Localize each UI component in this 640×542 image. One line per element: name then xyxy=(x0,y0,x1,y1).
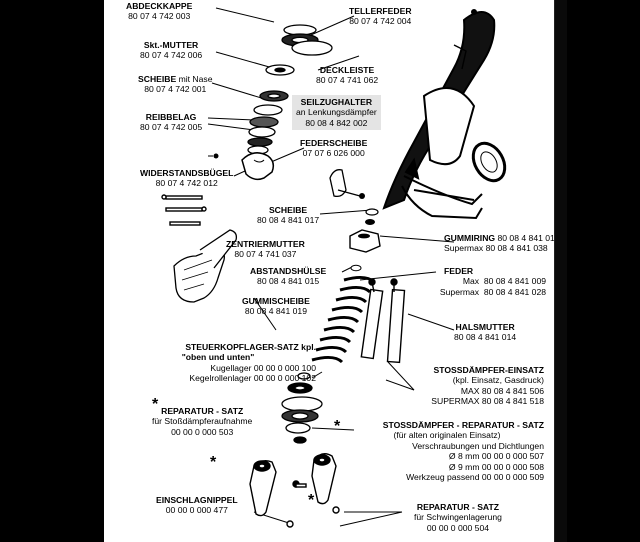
part-title: EINSCHLAGNIPPEL xyxy=(156,495,238,505)
asterisk-marker: * xyxy=(308,492,315,509)
part-line-1: (kpl. Einsatz, Gasdruck) xyxy=(452,375,544,386)
part-number: 80 07 4 742 004 xyxy=(349,16,412,27)
part-title: TELLERFEDER xyxy=(349,6,412,16)
part-number: 80 07 4 742 012 xyxy=(155,178,218,189)
part-line-1: Max 80 08 4 841 009 xyxy=(462,276,546,287)
part-line-3: Ø 8 mm 00 00 0 000 507 xyxy=(448,451,544,462)
label-stossdaempfer-reparatur-satz: STOSSDÄMPFER - REPARATUR - SATZ (für alt… xyxy=(350,420,544,482)
part-line-2: Supermax 80 08 4 841 038 xyxy=(444,243,548,254)
parts-sheet: ABDECKKAPPE 80 07 4 742 003 TELLERFEDER … xyxy=(104,0,554,542)
label-widerstandsbuegel: WIDERSTANDSBÜGEL 80 07 4 742 012 xyxy=(140,168,233,189)
label-feder: FEDER Max 80 08 4 841 009 Supermax 80 08… xyxy=(426,266,546,297)
part-number: 80 07 4 742 005 xyxy=(140,122,203,133)
label-reparatur-satz-stossdaempfer: REPARATUR - SATZ für Stoßdämpferaufnahme… xyxy=(152,406,252,437)
label-abstandshuelse: ABSTANDSHÜLSE 80 08 4 841 015 xyxy=(250,266,326,287)
part-number: 80 07 4 742 001 xyxy=(144,84,207,95)
part-note: an Lenkungsdämpfer xyxy=(296,107,377,118)
part-number: 80 08 4 842 002 xyxy=(305,117,368,128)
part-title: ABSTANDSHÜLSE xyxy=(250,266,327,276)
part-line-4: Ø 9 mm 00 00 0 000 508 xyxy=(448,461,544,472)
part-title: FEDERSCHEIBE xyxy=(300,138,368,148)
part-note: für Schwingenlagerung xyxy=(414,512,502,523)
label-abdeckkappe: ABDECKKAPPE 80 07 4 742 003 xyxy=(126,1,192,22)
part-title: STOSSDÄMPFER-EINSATZ xyxy=(433,365,544,375)
label-stossdaempfer-einsatz: STOSSDÄMPFER-EINSATZ (kpl. Einsatz, Gasd… xyxy=(404,365,544,407)
part-title: REIBBELAG xyxy=(145,112,197,122)
part-number: 80 08 4 841 017 xyxy=(257,215,320,226)
part-title: SCHEIBE mit Nase xyxy=(138,74,213,84)
label-zentriermutter: ZENTRIERMUTTER 80 07 4 741 037 xyxy=(226,239,305,260)
part-line-2: Kegelrollenlager 00 00 0 000 102 xyxy=(189,373,316,384)
label-tellerfeder: TELLERFEDER 80 07 4 742 004 xyxy=(349,6,412,27)
part-line-2: MAX 80 08 4 841 506 xyxy=(460,385,544,396)
part-number: 80 08 4 841 019 xyxy=(244,306,307,317)
part-title: Skt.-MUTTER xyxy=(143,40,199,50)
part-title: ABDECKKAPPE xyxy=(126,1,193,11)
part-title: GUMMISCHEIBE xyxy=(242,296,310,306)
part-title: REPARATUR - SATZ xyxy=(161,406,244,416)
part-line-1: GUMMIRING 80 08 4 841 018 xyxy=(444,233,554,243)
label-einschlagnippel: EINSCHLAGNIPPEL 00 00 0 000 477 xyxy=(156,495,238,516)
part-line-3: SUPERMAX 80 08 4 841 518 xyxy=(431,396,544,407)
part-line-5: Werkzeug passend 00 00 0 000 509 xyxy=(406,472,544,483)
label-gummischeibe: GUMMISCHEIBE 80 08 4 841 019 xyxy=(242,296,310,317)
label-gummiring: GUMMIRING 80 08 4 841 018 Supermax 80 08… xyxy=(444,233,554,254)
label-halsmutter: HALSMUTTER 80 08 4 841 014 xyxy=(454,322,516,343)
asterisk-marker: * xyxy=(210,454,217,471)
label-steuerkopflager-satz: STEUERKOPFLAGER-SATZ kpl. "oben und unte… xyxy=(116,342,316,384)
part-number: 00 00 0 000 504 xyxy=(426,522,490,533)
part-number: 80 07 4 741 062 xyxy=(316,75,379,86)
asterisk-marker: * xyxy=(334,418,341,435)
part-note: für Stoßdämpferaufnahme xyxy=(152,416,253,427)
label-scheibe-mit-nase: SCHEIBE mit Nase 80 07 4 742 001 xyxy=(138,74,213,95)
part-title: WIDERSTANDSBÜGEL xyxy=(140,168,234,178)
label-skt-mutter: Skt.-MUTTER 80 07 4 742 006 xyxy=(140,40,202,61)
part-title: SCHEIBE xyxy=(268,205,308,215)
part-number: 80 07 4 741 037 xyxy=(234,249,297,260)
part-title: DECKLEISTE xyxy=(319,65,375,75)
part-number: 07 07 6 026 000 xyxy=(302,148,365,159)
part-title: STEUERKOPFLAGER-SATZ kpl. xyxy=(185,342,316,352)
viewer-scrollbar-area xyxy=(554,0,640,542)
exploded-parts-drawing xyxy=(161,7,507,528)
part-number: 80 08 4 841 015 xyxy=(257,276,320,287)
part-title: REPARATUR - SATZ xyxy=(416,502,499,512)
part-title: FEDER xyxy=(444,266,474,276)
part-title: ZENTRIERMUTTER xyxy=(226,239,305,249)
part-title: SEILZUGHALTER xyxy=(300,97,373,107)
label-reibbelag: REIBBELAG 80 07 4 742 005 xyxy=(140,112,202,133)
part-title: STOSSDÄMPFER - REPARATUR - SATZ xyxy=(382,420,544,430)
part-line-1: Kugellager 00 00 0 000 100 xyxy=(210,362,316,373)
part-line-2: Verschraubungen und Dichtlungen xyxy=(412,440,544,451)
part-number: 00 00 0 000 503 xyxy=(171,426,234,437)
part-line-2: Supermax 80 08 4 841 028 xyxy=(439,286,546,297)
part-number: 80 07 4 742 006 xyxy=(140,50,203,61)
label-reparatur-satz-schwinge: REPARATUR - SATZ für Schwingenlagerung 0… xyxy=(414,502,502,533)
label-scheibe: SCHEIBE 80 08 4 841 017 xyxy=(257,205,319,226)
scrollbar-track[interactable] xyxy=(554,0,567,542)
asterisk-marker: * xyxy=(152,396,159,413)
part-number: 00 00 0 000 477 xyxy=(165,505,228,516)
part-subtitle: "oben und unten" xyxy=(181,352,255,363)
label-federscheibe: FEDERSCHEIBE 07 07 6 026 000 xyxy=(300,138,367,159)
part-number: 80 08 4 841 014 xyxy=(454,332,517,343)
label-deckleiste: DECKLEISTE 80 07 4 741 062 xyxy=(316,65,378,86)
part-line-1: (für alten originalen Einsatz) xyxy=(393,430,501,441)
part-number: 80 07 4 742 003 xyxy=(128,11,191,22)
callout-seilzughalter: SEILZUGHALTER an Lenkungsdämpfer 80 08 4… xyxy=(292,95,381,131)
part-title: HALSMUTTER xyxy=(455,322,515,332)
